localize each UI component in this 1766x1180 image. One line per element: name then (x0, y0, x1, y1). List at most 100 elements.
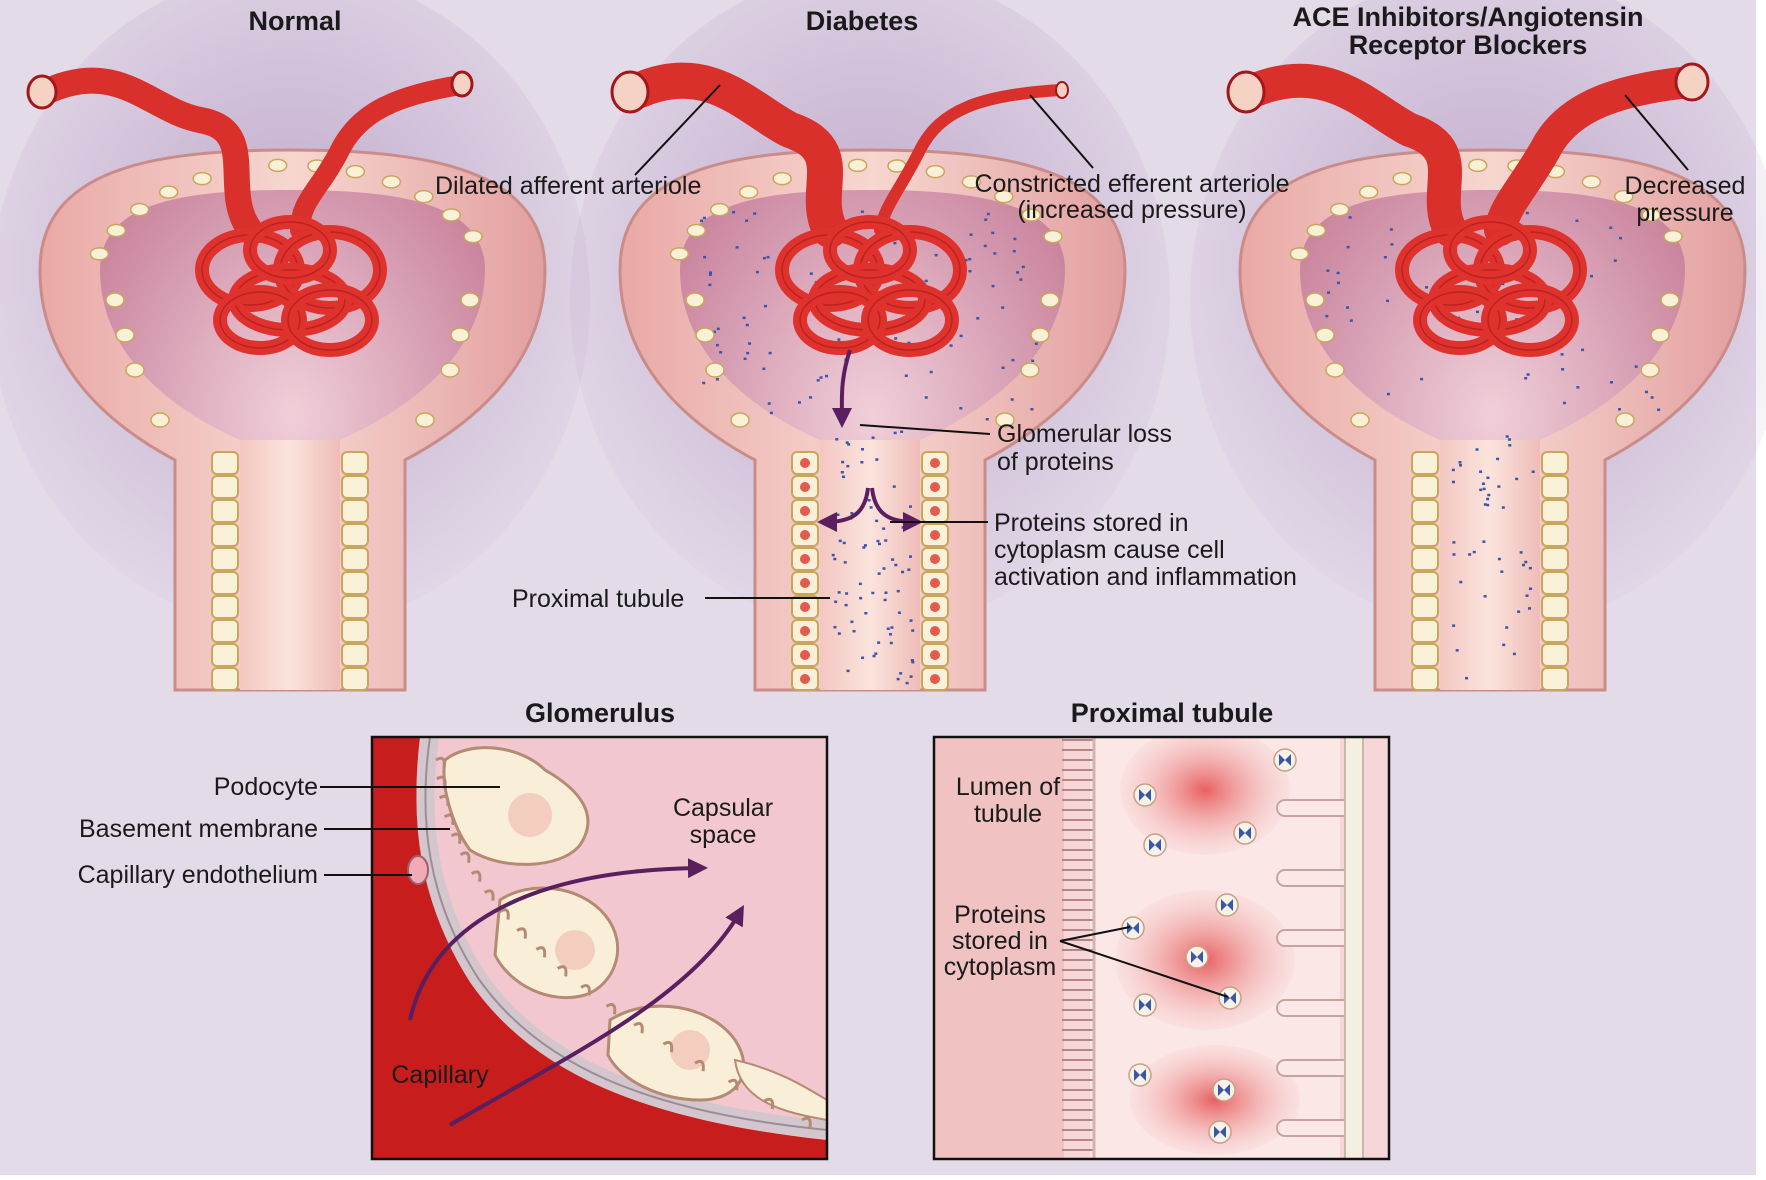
label-proteins-stored-1: Proteins stored in (994, 509, 1189, 537)
tubule-cell (1542, 644, 1568, 666)
capsule-cell (1393, 173, 1411, 185)
capsule-cell (740, 186, 758, 198)
label-capsular-space-1: Capsular (673, 794, 773, 822)
tubule-cell (212, 452, 238, 474)
tubule-cell (1542, 452, 1568, 474)
capsule-cell (1031, 328, 1049, 342)
tubule-basement-membrane (1345, 737, 1363, 1159)
label-proteins-3: cytoplasm (944, 953, 1057, 981)
tubule-cell (1542, 572, 1568, 594)
capsule-cell (1290, 248, 1308, 260)
label-proteins-1: Proteins (954, 901, 1046, 929)
capsule-cell (160, 186, 178, 198)
capsule-cell (107, 224, 125, 236)
capsule-cell (116, 328, 134, 342)
tubule-cell (1542, 620, 1568, 642)
tubule-cell (1412, 524, 1438, 546)
capsule-cell (773, 173, 791, 185)
capsule-cell (416, 413, 434, 427)
capsule-cell (442, 209, 460, 221)
capsule-cell (731, 413, 749, 427)
capsule-cell (382, 176, 400, 188)
label-decreased-1: Decreased (1625, 172, 1746, 200)
title-ace-line1: ACE Inhibitors/Angiotensin (1293, 2, 1644, 32)
capsule-cell (670, 248, 688, 260)
capsule-cell (269, 159, 287, 171)
capsule-cell (1021, 363, 1039, 377)
tubule-cell (342, 548, 368, 570)
capsule-cell (1041, 293, 1059, 307)
label-constricted-efferent-1: Constricted efferent arteriole (975, 170, 1290, 198)
tubule-cell (1412, 452, 1438, 474)
capsule-cell (1582, 176, 1600, 188)
label-proximal-tubule: Proximal tubule (512, 585, 684, 613)
tubule-cell (1542, 668, 1568, 690)
capsule-cell (1326, 363, 1344, 377)
tubule-cell (342, 596, 368, 618)
tubule-cell (212, 476, 238, 498)
capsule-cell (415, 191, 433, 203)
capsule-cell (346, 166, 364, 178)
title-ace-line2: Receptor Blockers (1349, 30, 1588, 60)
tubule-cell (1412, 572, 1438, 594)
capsule-cell (926, 166, 944, 178)
tubule-cell (1542, 548, 1568, 570)
label-dilated-afferent: Dilated afferent arteriole (435, 172, 701, 200)
tubule-cell (1542, 524, 1568, 546)
title-diabetes: Diabetes (806, 6, 919, 36)
capsule-cell (1306, 293, 1324, 307)
label-constricted-efferent-2: (increased pressure) (1017, 196, 1246, 224)
tubule-cell (1412, 500, 1438, 522)
tubule-cell (342, 452, 368, 474)
tubule-cell (212, 572, 238, 594)
title-glomerulus-inset: Glomerulus (525, 698, 675, 728)
capsule-cell (126, 363, 144, 377)
capsule-cell (90, 248, 108, 260)
tubule-cell (342, 620, 368, 642)
capsule-cell (1351, 413, 1369, 427)
tubule-cell (1542, 476, 1568, 498)
capsule-cell (1641, 363, 1659, 377)
capsule-cell (1664, 231, 1682, 243)
capsule-cell (849, 159, 867, 171)
endothelial-cell (408, 856, 428, 884)
capsule-cell (106, 293, 124, 307)
tubule-cell (212, 548, 238, 570)
tubule-cell (342, 524, 368, 546)
tubule-cell (1412, 476, 1438, 498)
tubule-cell (1412, 644, 1438, 666)
capsule-cell (1360, 186, 1378, 198)
label-capsular-space-2: space (690, 821, 757, 849)
capsule-cell (686, 293, 704, 307)
capsule-cell (1316, 328, 1334, 342)
capsule-cell (1661, 293, 1679, 307)
capsule-cell (1469, 159, 1487, 171)
label-podocyte: Podocyte (214, 773, 318, 801)
title-proximal-tubule-inset: Proximal tubule (1071, 698, 1274, 728)
capsule-cell (131, 204, 149, 216)
tubule-cell (212, 620, 238, 642)
label-capillary: Capillary (391, 1061, 489, 1089)
tubule-cell (1542, 596, 1568, 618)
tubule-cell (1412, 596, 1438, 618)
tubule-cell (342, 500, 368, 522)
capsule-cell (687, 224, 705, 236)
capsule-cell (706, 363, 724, 377)
capsule-cell (711, 204, 729, 216)
tubule-cell (342, 668, 368, 690)
label-lumen-2: tubule (974, 800, 1042, 828)
tubule-cell (1412, 548, 1438, 570)
title-normal: Normal (248, 6, 341, 36)
capsule-cell (461, 293, 479, 307)
label-decreased-2: pressure (1636, 199, 1733, 227)
tubule-cell (212, 644, 238, 666)
tubule-cell (1542, 500, 1568, 522)
tubule-cell (212, 500, 238, 522)
label-proteins-stored-2: cytoplasm cause cell (994, 536, 1225, 564)
tubule-cell (212, 596, 238, 618)
tubule-cell (212, 668, 238, 690)
tubule-cell (342, 572, 368, 594)
label-lumen-1: Lumen of (956, 773, 1060, 801)
